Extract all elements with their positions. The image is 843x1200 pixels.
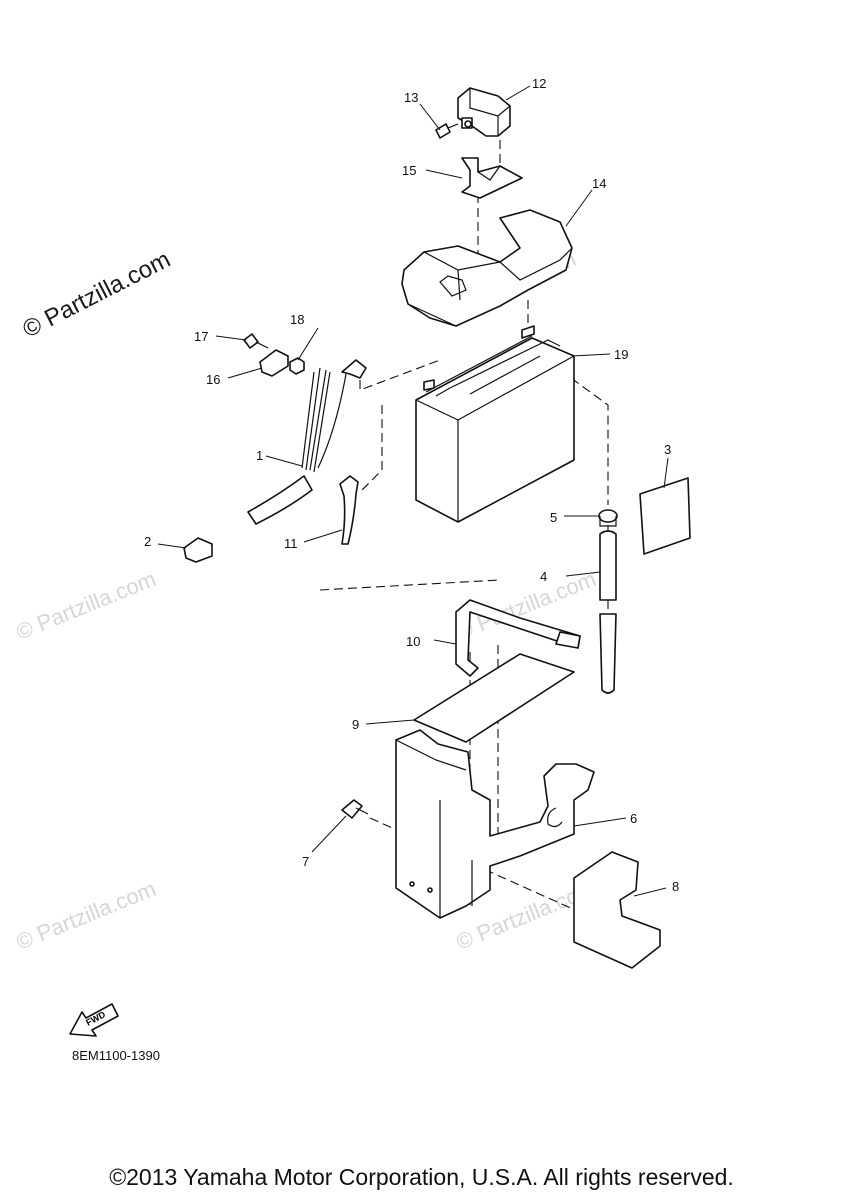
nut bbox=[289, 357, 305, 375]
callout-15: 15 bbox=[402, 163, 416, 178]
callout-11: 11 bbox=[284, 536, 298, 551]
callout-9: 9 bbox=[352, 717, 359, 732]
callout-13: 13 bbox=[404, 90, 418, 105]
callout-18: 18 bbox=[290, 312, 304, 327]
callout-3: 3 bbox=[664, 442, 671, 457]
battery bbox=[415, 325, 575, 523]
callout-8: 8 bbox=[672, 879, 679, 894]
diagram-code: 8EM1100-1390 bbox=[72, 1048, 160, 1063]
copyright-notice: ©2013 Yamaha Motor Corporation, U.S.A. A… bbox=[109, 1164, 734, 1190]
screw bbox=[243, 333, 269, 349]
watermark-prominent: © Partzilla.com bbox=[18, 246, 174, 343]
callout-17: 17 bbox=[194, 329, 208, 344]
callout-4: 4 bbox=[540, 569, 547, 584]
callout-2: 2 bbox=[144, 534, 151, 549]
callout-16: 16 bbox=[206, 372, 220, 387]
terminal-cover bbox=[401, 209, 573, 327]
callout-12: 12 bbox=[532, 76, 546, 91]
callout-leaders bbox=[157, 85, 669, 897]
cap bbox=[259, 349, 289, 377]
callout-10: 10 bbox=[406, 634, 420, 649]
relay bbox=[457, 87, 511, 137]
sheet-pad bbox=[413, 653, 575, 743]
fwd-arrow-icon: FWD bbox=[69, 1003, 119, 1037]
callout-6: 6 bbox=[630, 811, 637, 826]
pipe-clip bbox=[598, 509, 618, 527]
callout-19: 19 bbox=[614, 347, 628, 362]
callout-1: 1 bbox=[256, 448, 263, 463]
callout-7: 7 bbox=[302, 854, 309, 869]
battery-box bbox=[395, 729, 595, 919]
label bbox=[639, 477, 691, 555]
breather-pipe bbox=[599, 530, 617, 694]
watermark: © Partzilla.com bbox=[13, 566, 160, 645]
wire-harness bbox=[247, 359, 367, 525]
cover-plate bbox=[573, 851, 661, 969]
bolt bbox=[341, 799, 369, 819]
watermark: © Partzilla.com bbox=[13, 876, 160, 955]
callout-numbers: 12 13 15 14 18 17 16 19 3 5 4 1 11 2 10 … bbox=[144, 76, 679, 894]
relay-bolt bbox=[435, 123, 459, 139]
clamp bbox=[183, 537, 213, 563]
relay-bracket bbox=[461, 157, 523, 199]
callout-14: 14 bbox=[592, 176, 606, 191]
lead-wire bbox=[339, 475, 359, 545]
battery-band bbox=[455, 599, 581, 677]
callout-5: 5 bbox=[550, 510, 557, 525]
